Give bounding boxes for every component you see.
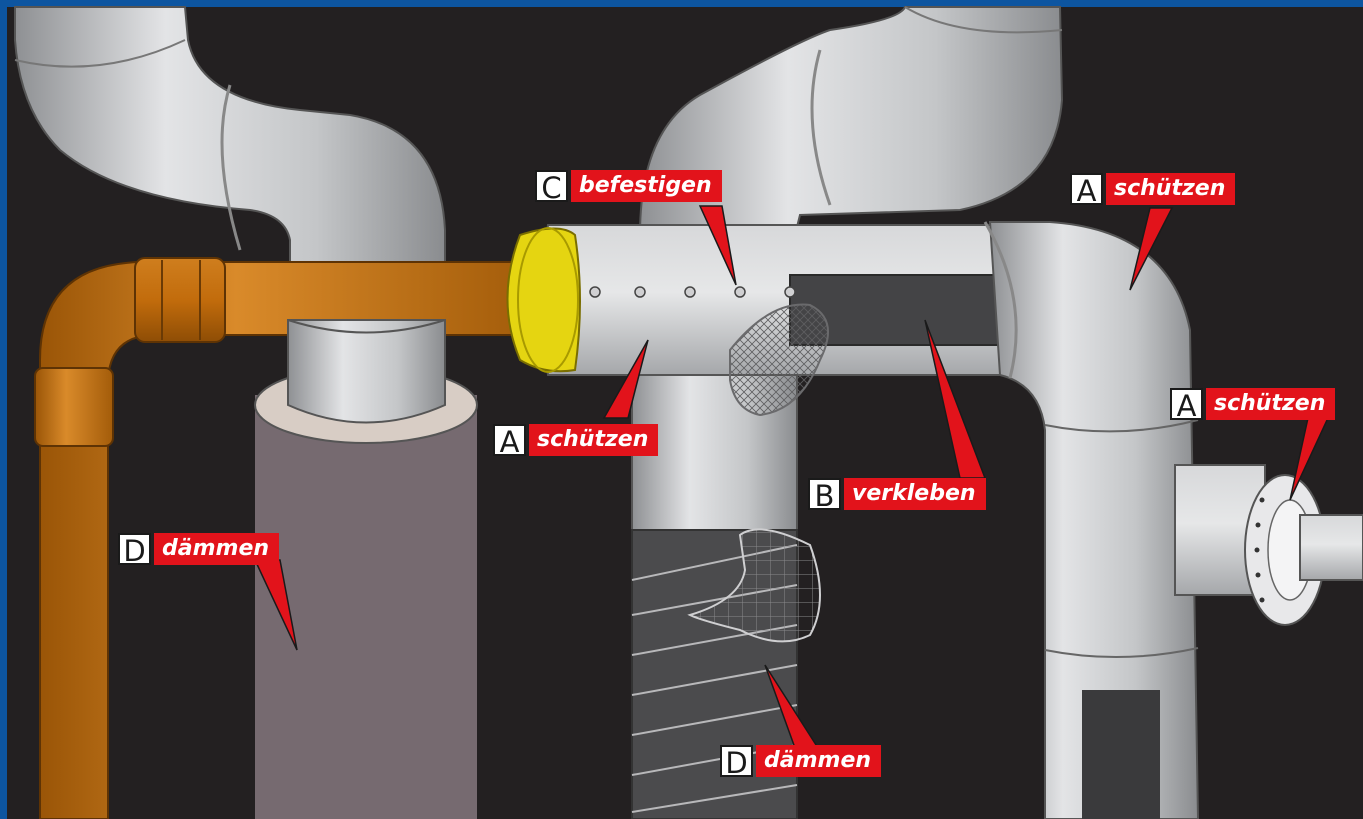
callout-word: verkleben [844,478,986,510]
callout-a-schuetzen-center: A schützen [493,424,659,458]
callout-c-befestigen: C befestigen [535,170,722,204]
copper-pipe [34,257,531,819]
duct-elbow-right [983,221,1200,819]
callout-word: befestigen [571,170,722,202]
callout-letter: D [118,533,151,567]
callout-d-daemmen-left: D dämmen [118,533,280,567]
horizontal-duct [540,224,1001,417]
duct-elbow-top-left [14,6,446,321]
callout-d-daemmen-bottom: D dämmen [720,745,882,779]
duct-elbow-top-center [638,6,1064,236]
callout-word: schützen [1106,173,1236,205]
callout-letter: C [535,170,568,204]
callout-letter: A [493,424,526,458]
side-branch-with-cap [1174,464,1363,626]
callout-word: dämmen [756,745,882,777]
insulation-ring-yellow [506,227,581,373]
insulated-pipe-dark [631,528,821,819]
callout-word: schützen [529,424,659,456]
callout-letter: D [720,745,753,779]
pointer-c-top [698,205,737,286]
callout-letter: B [808,478,841,512]
callout-letter: A [1070,173,1103,207]
callout-word: schützen [1206,388,1336,420]
callout-a-schuetzen-right-mid: A schützen [1170,388,1336,422]
pointer-a-center [602,339,649,419]
insulated-pipe-gray [254,319,478,819]
callout-a-schuetzen-right-top: A schützen [1070,173,1236,207]
callout-word: dämmen [154,533,280,565]
callout-letter: A [1170,388,1203,422]
callout-pointers [253,205,1330,749]
pointer-a-right-top [1129,207,1174,291]
callout-b-verkleben: B verkleben [808,478,986,512]
